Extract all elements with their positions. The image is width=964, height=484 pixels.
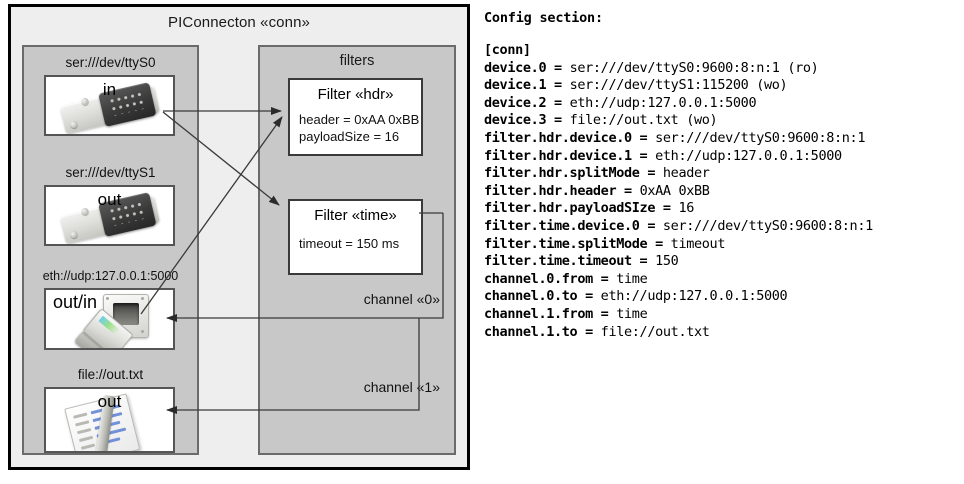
- config-key: channel.1.from =: [484, 305, 617, 322]
- config-line: device.3 = file://out.txt (wo): [484, 112, 960, 130]
- config-value: time: [616, 305, 648, 322]
- config-value: time: [616, 270, 648, 287]
- config-value: timeout: [670, 235, 726, 252]
- channel-label-1: channel «1»: [363, 379, 440, 395]
- config-line: device.2 = eth://udp:127.0.0.1:5000: [484, 95, 960, 113]
- config-key: device.0 =: [484, 59, 570, 76]
- config-key: filter.hdr.payloadSIze =: [484, 200, 679, 217]
- config-value: eth://udp:127.0.0.1:5000: [600, 288, 788, 305]
- filter-box-time[interactable]: Filter «time» timeout = 150 ms: [288, 199, 423, 275]
- config-value: eth://udp:127.0.0.1:5000: [569, 94, 757, 111]
- config-line: filter.hdr.device.0 = ser:///dev/ttyS0:9…: [484, 130, 960, 148]
- config-value: header: [662, 165, 710, 182]
- config-value: ser:///dev/ttyS0:9600:8:n:1: [655, 129, 866, 146]
- filters-panel-title: filters: [339, 53, 375, 69]
- device-direction-eth: out/in: [53, 292, 98, 312]
- config-key: device.2 =: [484, 94, 570, 111]
- config-key: filter.time.device.0 =: [484, 217, 663, 234]
- config-key: filter.hdr.splitMode =: [484, 165, 663, 182]
- config-line: filter.time.splitMode = timeout: [484, 236, 960, 254]
- diagram-title: PIConnecton «conn»: [168, 14, 310, 31]
- config-line: filter.hdr.device.1 = eth://udp:127.0.0.…: [484, 148, 960, 166]
- config-line: device.1 = ser:///dev/ttyS1:115200 (wo): [484, 77, 960, 95]
- config-line: filter.time.device.0 = ser:///dev/ttyS0:…: [484, 218, 960, 236]
- config-line: device.0 = ser:///dev/ttyS0:9600:8:n:1 (…: [484, 60, 960, 78]
- config-key: device.1 =: [484, 77, 570, 94]
- config-text: [conn]device.0 = ser:///dev/ttyS0:9600:8…: [484, 42, 960, 341]
- config-key: filter.time.timeout =: [484, 253, 656, 270]
- device-direction-file: out: [97, 392, 122, 411]
- config-value: 16: [678, 200, 695, 217]
- filter-box-hdr[interactable]: Filter «hdr» header = 0xAA 0xBB payloadS…: [288, 78, 423, 156]
- device-label-file: file://out.txt: [77, 367, 144, 382]
- config-value: file://out.txt (wo): [569, 112, 718, 129]
- config-line: channel.0.to = eth://udp:127.0.0.1:5000: [484, 288, 960, 306]
- config-key: filter.hdr.device.0 =: [484, 129, 656, 146]
- filter-title-time: Filter «time»: [314, 207, 397, 224]
- device-box-file[interactable]: out: [44, 387, 175, 453]
- config-value: eth://udp:127.0.0.1:5000: [655, 147, 842, 164]
- config-value: ser:///dev/ttyS1:115200 (wo): [569, 77, 788, 94]
- connector-diagram: PIConnecton «conn» ser:///dev/ttyS0 in s…: [8, 4, 470, 470]
- config-key: device.3 =: [484, 112, 570, 129]
- config-value: file://out.txt: [600, 323, 710, 340]
- config-value: ser:///dev/ttyS0:9600:8:n:1: [662, 217, 873, 234]
- config-section: Config section: [conn]device.0 = ser:///…: [482, 6, 960, 341]
- device-label-tty-s0: ser:///dev/ttyS0: [65, 55, 156, 70]
- config-key: channel.0.from =: [484, 270, 617, 287]
- device-direction-tty-s0: in: [102, 80, 117, 99]
- config-line: filter.time.timeout = 150: [484, 253, 960, 271]
- devices-panel: ser:///dev/ttyS0 in ser:///dev/ttyS1 out…: [22, 45, 199, 455]
- config-heading: Config section:: [484, 10, 603, 26]
- config-key: filter.time.splitMode =: [484, 235, 671, 252]
- filter-prop-hdr-header: header = 0xAA 0xBB: [299, 112, 420, 127]
- config-line: channel.1.to = file://out.txt: [484, 324, 960, 342]
- config-line: channel.0.from = time: [484, 271, 960, 289]
- filter-title-hdr: Filter «hdr»: [317, 86, 394, 103]
- config-key: filter.hdr.header =: [484, 182, 640, 199]
- device-box-tty-s1[interactable]: out: [44, 185, 175, 246]
- config-line: filter.hdr.payloadSIze = 16: [484, 200, 960, 218]
- device-direction-tty-s1: out: [97, 190, 122, 209]
- channel-label-0: channel «0»: [363, 291, 440, 307]
- device-box-tty-s0[interactable]: in: [44, 75, 175, 136]
- device-box-eth[interactable]: out/in: [44, 288, 175, 350]
- config-line: filter.hdr.splitMode = header: [484, 165, 960, 183]
- config-key: filter.hdr.device.1 =: [484, 147, 656, 164]
- config-key: channel.1.to =: [484, 323, 601, 340]
- config-line: channel.1.from = time: [484, 306, 960, 324]
- config-line: filter.hdr.header = 0xAA 0xBB: [484, 183, 960, 201]
- config-key: channel.0.to =: [484, 288, 601, 305]
- config-line: [conn]: [484, 42, 960, 60]
- config-value: 150: [655, 253, 679, 270]
- filter-prop-time-timeout: timeout = 150 ms: [299, 236, 400, 251]
- device-label-eth: eth://udp:127.0.0.1:5000: [42, 269, 179, 283]
- config-value: 0xAA 0xBB: [639, 182, 710, 199]
- filters-panel: filters Filter «hdr» header = 0xAA 0xBB …: [258, 45, 456, 455]
- config-key: [conn]: [484, 42, 531, 58]
- device-label-tty-s1: ser:///dev/ttyS1: [65, 165, 156, 180]
- config-value: ser:///dev/ttyS0:9600:8:n:1 (ro): [569, 59, 819, 76]
- filter-prop-hdr-payloadsize: payloadSize = 16: [299, 129, 400, 144]
